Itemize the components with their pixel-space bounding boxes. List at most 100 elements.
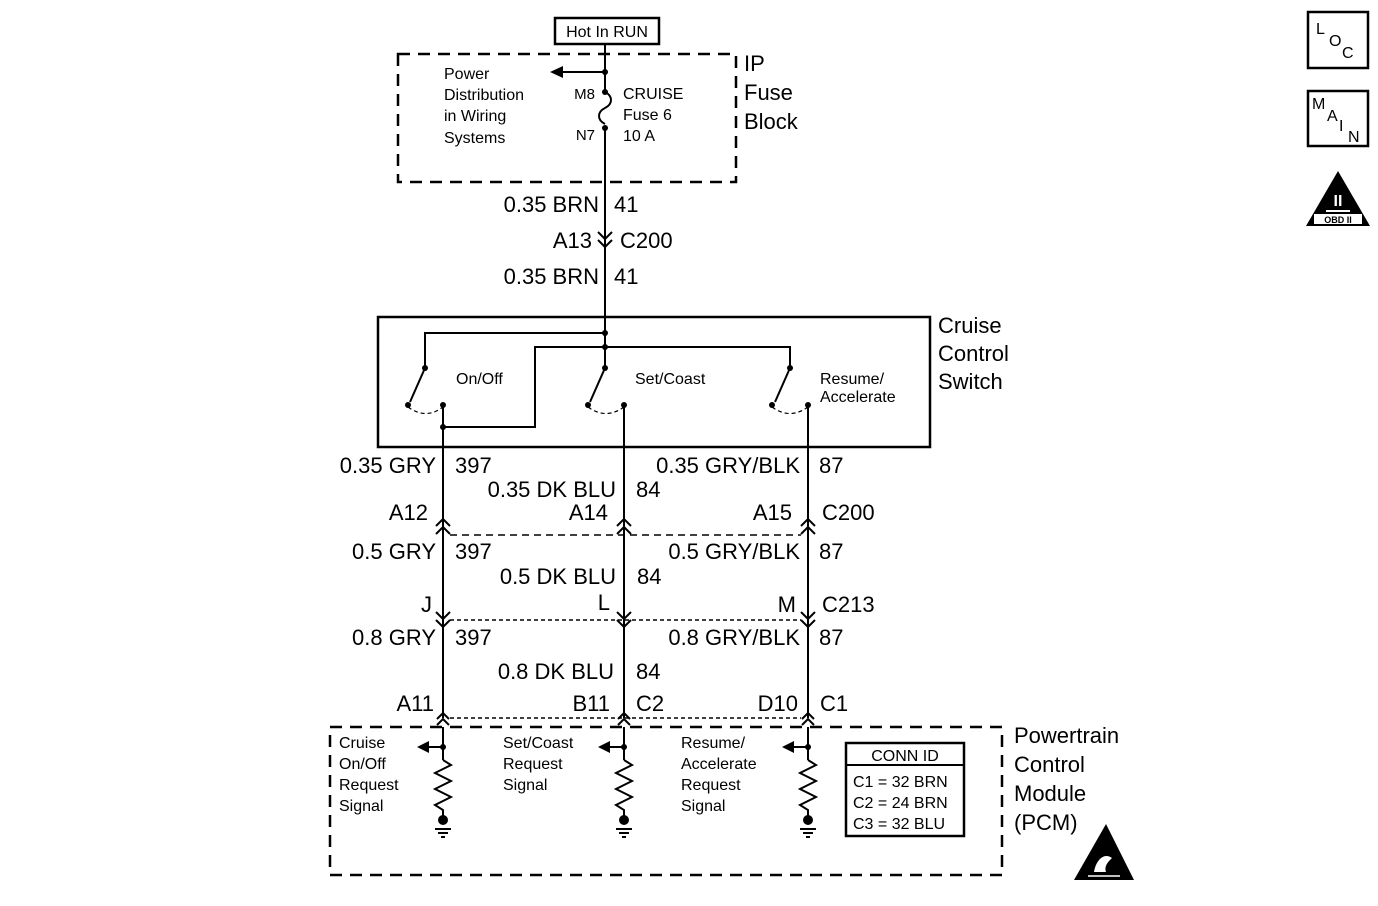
c200-name-upper: C200 bbox=[620, 228, 673, 253]
pcm-input-2-ground-icon bbox=[616, 828, 632, 838]
pcm-input-2-arrow-icon bbox=[598, 741, 610, 753]
connector-c200: A12 A14 A15 C200 bbox=[389, 500, 875, 536]
pcm-name-1: Powertrain bbox=[1014, 723, 1119, 748]
fuse-label-2: Fuse 6 bbox=[623, 107, 672, 124]
wire-segment-3: 0.8 GRY 397 0.8 DK BLU 84 0.8 GRY/BLK 87 bbox=[352, 625, 843, 684]
seg2-gry-ckt: 397 bbox=[455, 539, 492, 564]
pcm-signal1-3: Request bbox=[339, 777, 399, 794]
connector-c213: J L M C213 bbox=[421, 590, 875, 629]
c213-pin-l: L bbox=[598, 590, 610, 615]
pcm-name-4: (PCM) bbox=[1014, 810, 1078, 835]
main-letter-m: M bbox=[1312, 96, 1325, 113]
c200-connector-icon bbox=[597, 231, 613, 249]
seg2-gry: 0.5 GRY bbox=[352, 539, 436, 564]
conn-id-title: CONN ID bbox=[871, 748, 939, 765]
pcm-input-1-resistor-icon bbox=[432, 759, 454, 818]
fuse-pin-m8: M8 bbox=[574, 86, 595, 103]
pcm-input-1-arrow-icon bbox=[417, 741, 429, 753]
pcm-signal3-3: Request bbox=[681, 777, 741, 794]
seg2-blu-ckt: 84 bbox=[637, 564, 661, 589]
seg3-gry: 0.8 GRY bbox=[352, 625, 436, 650]
loc-letter-l: L bbox=[1316, 21, 1325, 38]
main-letter-a: A bbox=[1327, 108, 1338, 125]
pdws-label-1: Power bbox=[444, 66, 490, 83]
seg1-blu-ckt: 84 bbox=[636, 477, 660, 502]
pcm-signal2-1: Set/Coast bbox=[503, 735, 574, 752]
pcm-input-1-ground-icon bbox=[435, 828, 451, 838]
pdws-label-2: Distribution bbox=[444, 87, 524, 104]
wire-41-gauge-1: 0.35 BRN bbox=[504, 192, 599, 217]
obd-ii-label: OBD II bbox=[1324, 215, 1352, 225]
wire-41-circuit-2: 41 bbox=[614, 264, 638, 289]
ip-fuse-block: IP Fuse Block Power Distribution in Wiri… bbox=[396, 44, 799, 184]
c200-pin-a14: A14 bbox=[569, 500, 608, 525]
seg3-gryblk-ckt: 87 bbox=[819, 625, 843, 650]
pdws-arrow-icon bbox=[550, 66, 563, 78]
pcm-signal3-2: Accelerate bbox=[681, 756, 757, 773]
pcm-signal1-1: Cruise bbox=[339, 735, 385, 752]
seg3-blu-ckt: 84 bbox=[636, 659, 660, 684]
main-icon[interactable]: M A I N bbox=[1306, 89, 1370, 148]
conn-id-row-3: C3 = 32 BLU bbox=[853, 816, 945, 833]
seg1-gryblk: 0.35 GRY/BLK bbox=[656, 453, 800, 478]
c213-pin-m: M bbox=[778, 592, 796, 617]
pcm-conn-c2: C2 bbox=[636, 691, 664, 716]
pcm-input-1 bbox=[417, 727, 454, 838]
pcm-conn-c1: C1 bbox=[820, 691, 848, 716]
switch-resume-label-2: Accelerate bbox=[820, 389, 896, 406]
switch-name-3: Switch bbox=[938, 369, 1003, 394]
seg2-blu: 0.5 DK BLU bbox=[500, 564, 616, 589]
pcm-signal1-2: On/Off bbox=[339, 756, 386, 773]
pcm-name-3: Module bbox=[1014, 781, 1086, 806]
pcm-signal3-1: Resume/ bbox=[681, 735, 746, 752]
c200-name: C200 bbox=[822, 500, 875, 525]
wire-41-circuit-1: 41 bbox=[614, 192, 638, 217]
cruise-control-switch: Cruise Control Switch On/Off Se bbox=[376, 313, 1009, 449]
pcm-pin-a11: A11 bbox=[396, 691, 434, 716]
pcm-input-3-resistor-icon bbox=[797, 759, 819, 818]
pcm-signal2-3: Signal bbox=[503, 777, 547, 794]
obd-ii-numeral: II bbox=[1334, 193, 1343, 210]
pcm-pins: A11 B11 C2 D10 C1 bbox=[396, 691, 848, 726]
pcm-signal3-4: Signal bbox=[681, 798, 725, 815]
switch-onoff-label: On/Off bbox=[456, 371, 503, 388]
esd-warning-icon bbox=[1074, 824, 1134, 880]
ip-fuse-block-name-1: IP bbox=[744, 51, 765, 76]
switch-name-1: Cruise bbox=[938, 313, 1002, 338]
main-letter-n: N bbox=[1348, 129, 1360, 146]
hot-in-run-label: Hot In RUN bbox=[553, 16, 661, 46]
pcm-pin-b11: B11 bbox=[572, 691, 610, 716]
conn-id-row-2: C2 = 24 BRN bbox=[853, 795, 948, 812]
c200-pin-a13: A13 bbox=[553, 228, 592, 253]
pcm-input-3-arrow-icon bbox=[782, 741, 794, 753]
c200-pin-a12: A12 bbox=[389, 500, 428, 525]
seg2-gryblk: 0.5 GRY/BLK bbox=[668, 539, 800, 564]
pcm-module: Powertrain Control Module (PCM) Cruise O… bbox=[328, 723, 1119, 877]
switch-name-2: Control bbox=[938, 341, 1009, 366]
pcm-input-2 bbox=[598, 727, 635, 838]
seg3-gry-ckt: 397 bbox=[455, 625, 492, 650]
pdws-label-4: Systems bbox=[444, 130, 505, 147]
wire-41-gauge-2: 0.35 BRN bbox=[504, 264, 599, 289]
switch-resume-icon bbox=[769, 365, 811, 415]
wire-segment-1: 0.35 GRY 397 0.35 DK BLU 84 0.35 GRY/BLK… bbox=[340, 453, 844, 502]
ip-fuse-block-name-2: Fuse bbox=[744, 80, 793, 105]
pcm-input-3 bbox=[782, 727, 819, 838]
switch-setcoast-label: Set/Coast bbox=[635, 371, 706, 388]
loc-letter-o: O bbox=[1329, 33, 1341, 50]
c213-name: C213 bbox=[822, 592, 875, 617]
obd-ii-icon[interactable]: II OBD II bbox=[1306, 171, 1370, 226]
switch-setcoast-icon bbox=[585, 365, 627, 415]
c200-pin-a15: A15 bbox=[753, 500, 792, 525]
wire-41-upper: 0.35 BRN 41 A13 C200 0.35 BRN 41 bbox=[504, 128, 673, 333]
fuse-icon bbox=[598, 91, 612, 125]
pcm-signal1-4: Signal bbox=[339, 798, 383, 815]
wire-segment-2: 0.5 GRY 397 0.5 DK BLU 84 0.5 GRY/BLK 87 bbox=[352, 539, 843, 589]
seg2-gryblk-ckt: 87 bbox=[819, 539, 843, 564]
pcm-pin-d10: D10 bbox=[758, 691, 798, 716]
seg1-gry: 0.35 GRY bbox=[340, 453, 437, 478]
conn-id-row-1: C1 = 32 BRN bbox=[853, 774, 948, 791]
conn-id-table: CONN ID C1 = 32 BRN C2 = 24 BRN C3 = 32 … bbox=[844, 741, 966, 838]
loc-icon[interactable]: L O C bbox=[1306, 10, 1370, 70]
